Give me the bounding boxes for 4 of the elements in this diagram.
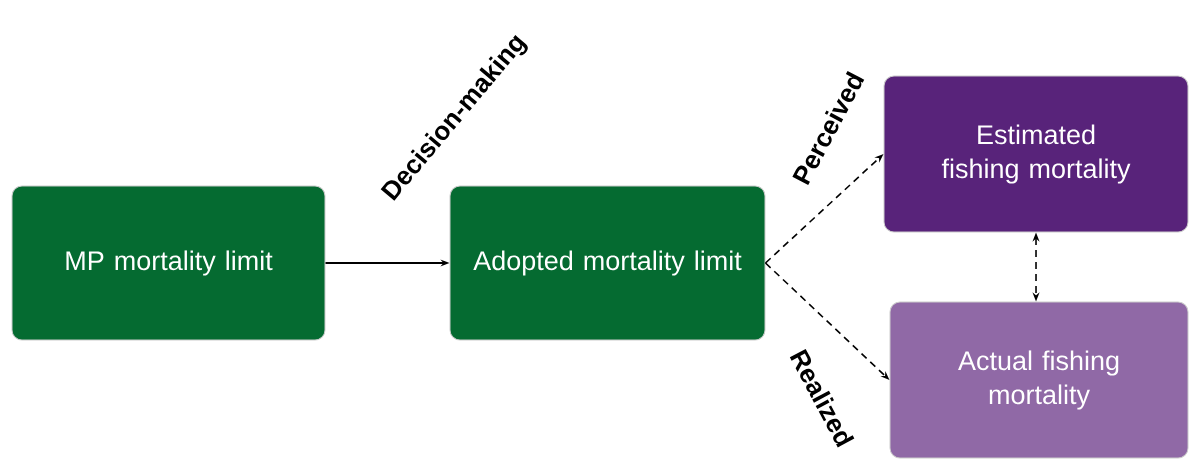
process-box: Estimated fishing mortality [883,75,1189,233]
process-box: MP mortality limit [11,185,326,341]
process-box: Adopted mortality limit [449,185,766,341]
process-box: Actual fishing mortality [889,301,1189,459]
